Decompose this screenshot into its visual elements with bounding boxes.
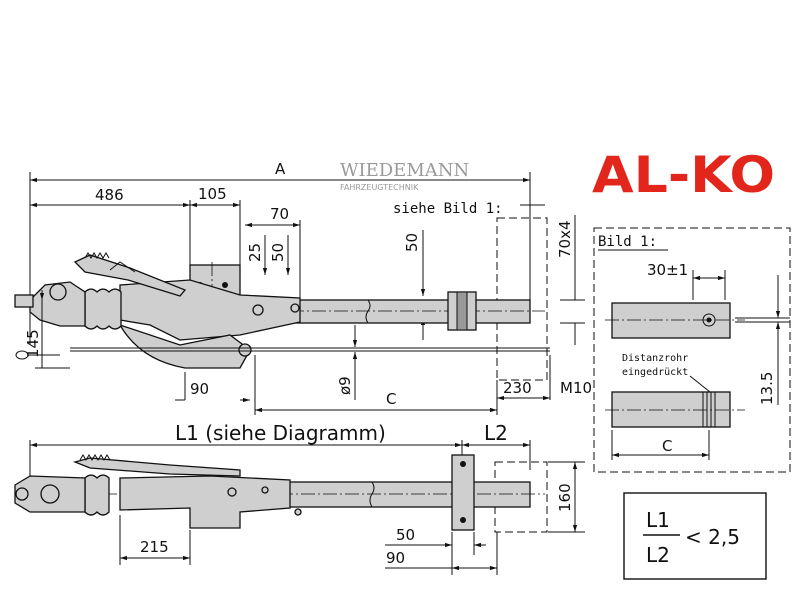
dim-50-plan: 50 [396, 526, 415, 544]
dim-160: 160 [556, 483, 574, 512]
dim-486: 486 [95, 186, 124, 204]
detail-dim-C: C [662, 437, 672, 455]
dim-A: A [275, 160, 286, 178]
detail-bild1: Bild 1: 30±1 13.5 Distanzrohr eingedrück… [593, 227, 791, 473]
ratio-box: L1 L2 < 2,5 [623, 492, 767, 580]
detail-dim-13-5: 13.5 [758, 372, 776, 405]
detail-label-line1: Distanzrohr [622, 353, 688, 364]
dim-90: 90 [190, 380, 209, 398]
alko-logo: AL-KO [592, 146, 775, 204]
dim-M10: M10 [560, 379, 592, 397]
plan-view: L1 (siehe Diagramm) L2 160 [14, 421, 585, 575]
dim-C: C [386, 390, 396, 408]
watermark-subtitle: FAHRZEUGTECHNIK [340, 183, 419, 192]
side-view: A 486 105 70 25 50 50 siehe Bild 1: 70x4 [14, 160, 592, 415]
dim-L1: L1 (siehe Diagramm) [175, 421, 386, 445]
detail-title: Bild 1: [598, 234, 657, 250]
alko-logo-text: AL-KO [592, 146, 775, 204]
detail-dim-30: 30±1 [647, 261, 688, 279]
dim-90-plan: 90 [386, 549, 405, 567]
dim-230: 230 [503, 379, 532, 397]
ratio-relation: < 2,5 [685, 525, 740, 549]
ratio-denominator: L2 [646, 543, 670, 567]
dim-70: 70 [270, 205, 289, 223]
dim-70x4: 70x4 [556, 220, 574, 258]
detail-label-line2: eingedrückt [622, 367, 688, 378]
dim-L2: L2 [484, 421, 508, 445]
dim-145: 145 [24, 329, 42, 358]
watermark-name: WIEDEMANN [340, 160, 469, 181]
dim-50b: 50 [403, 233, 421, 252]
note-bild: siehe Bild 1: [393, 201, 503, 217]
ratio-numerator: L1 [646, 508, 670, 532]
watermark: WIEDEMANN FAHRZEUGTECHNIK [340, 160, 469, 192]
dim-50a: 50 [269, 243, 287, 262]
dim-215: 215 [140, 538, 169, 556]
dim-105: 105 [198, 185, 227, 203]
dim-25: 25 [246, 243, 264, 262]
dim-phi9: ø9 [336, 376, 354, 395]
